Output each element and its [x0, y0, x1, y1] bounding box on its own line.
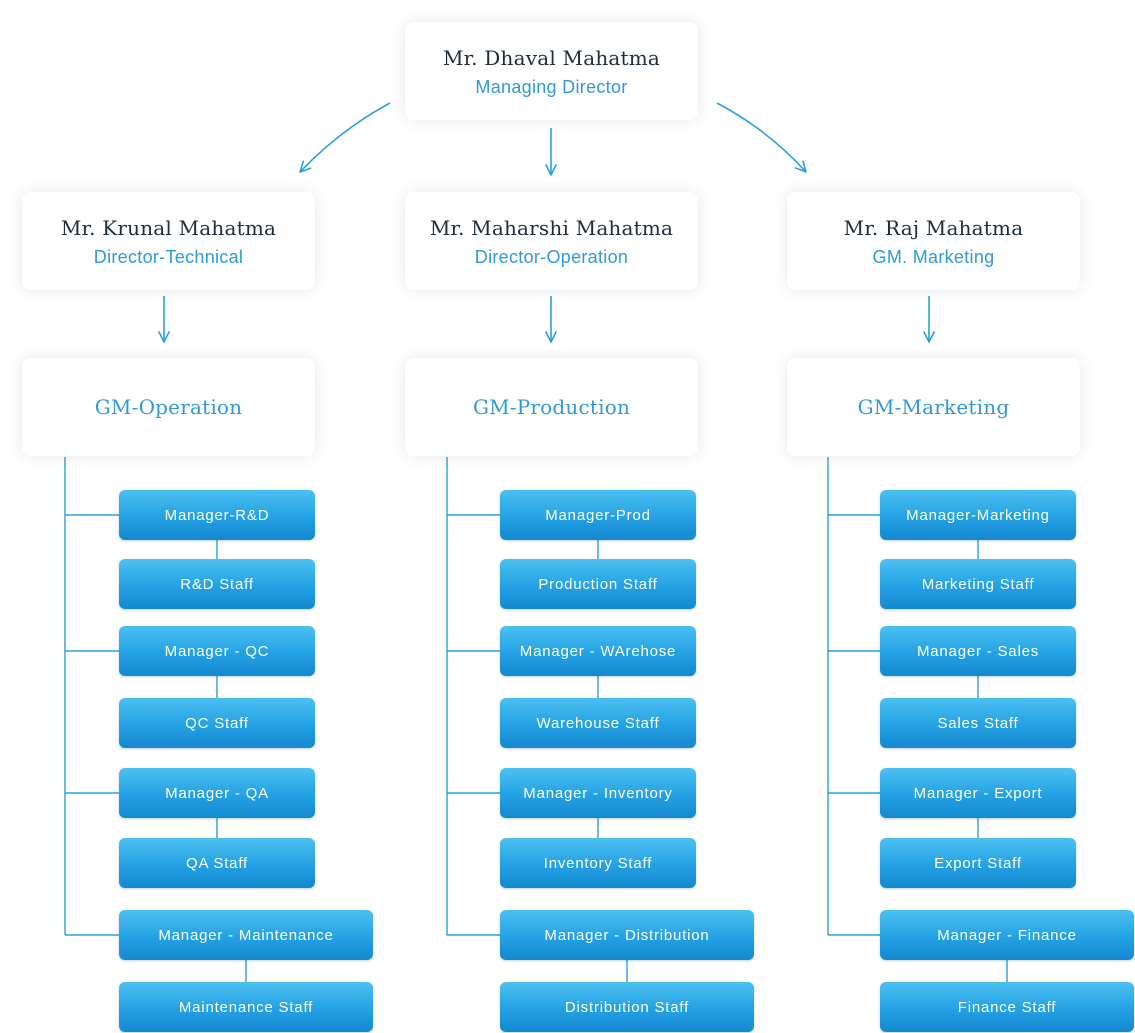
manager-finance-box: Manager - Finance [880, 910, 1134, 960]
director-operation-card: Mr. Maharshi Mahatma Director-Operation [405, 192, 698, 290]
managing-director-role: Managing Director [475, 76, 628, 97]
manager-marketing-box: Manager-Marketing [880, 490, 1076, 540]
director-technical-card: Mr. Krunal Mahatma Director-Technical [22, 192, 315, 290]
managing-director-name: Mr. Dhaval Mahatma [442, 45, 661, 70]
manager-distribution-box: Manager - Distribution [500, 910, 754, 960]
gm-marketing-director-card: Mr. Raj Mahatma GM. Marketing [787, 192, 1080, 290]
manager-rnd-box: Manager-R&D [119, 490, 315, 540]
gm-title: GM-Operation [94, 395, 243, 419]
director-role: GM. Marketing [872, 246, 995, 267]
finance-staff-box: Finance Staff [880, 982, 1134, 1032]
arrow-md-to-marketing [716, 102, 807, 173]
manager-export-box: Manager - Export [880, 768, 1076, 818]
gm-title: GM-Production [472, 395, 631, 419]
director-name: Mr. Maharshi Mahatma [429, 215, 674, 240]
director-role: Director-Operation [474, 246, 629, 267]
manager-qc-box: Manager - QC [119, 626, 315, 676]
director-role: Director-Technical [93, 246, 244, 267]
manager-sales-box: Manager - Sales [880, 626, 1076, 676]
export-staff-box: Export Staff [880, 838, 1076, 888]
sales-staff-box: Sales Staff [880, 698, 1076, 748]
managing-director-card: Mr. Dhaval Mahatma Managing Director [405, 22, 698, 120]
manager-maintenance-box: Manager - Maintenance [119, 910, 373, 960]
director-name: Mr. Krunal Mahatma [60, 215, 277, 240]
qc-staff-box: QC Staff [119, 698, 315, 748]
maintenance-staff-box: Maintenance Staff [119, 982, 373, 1032]
production-staff-box: Production Staff [500, 559, 696, 609]
manager-prod-box: Manager-Prod [500, 490, 696, 540]
distribution-staff-box: Distribution Staff [500, 982, 754, 1032]
warehouse-staff-box: Warehouse Staff [500, 698, 696, 748]
gm-title: GM-Marketing [857, 395, 1010, 419]
arrow-md-to-technical [299, 102, 391, 173]
rnd-staff-box: R&D Staff [119, 559, 315, 609]
director-name: Mr. Raj Mahatma [843, 215, 1024, 240]
gm-production-card: GM-Production [405, 358, 698, 456]
manager-inventory-box: Manager - Inventory [500, 768, 696, 818]
marketing-staff-box: Marketing Staff [880, 559, 1076, 609]
qa-staff-box: QA Staff [119, 838, 315, 888]
gm-marketing-card: GM-Marketing [787, 358, 1080, 456]
gm-operation-card: GM-Operation [22, 358, 315, 456]
manager-warehouse-box: Manager - WArehose [500, 626, 696, 676]
manager-qa-box: Manager - QA [119, 768, 315, 818]
inventory-staff-box: Inventory Staff [500, 838, 696, 888]
